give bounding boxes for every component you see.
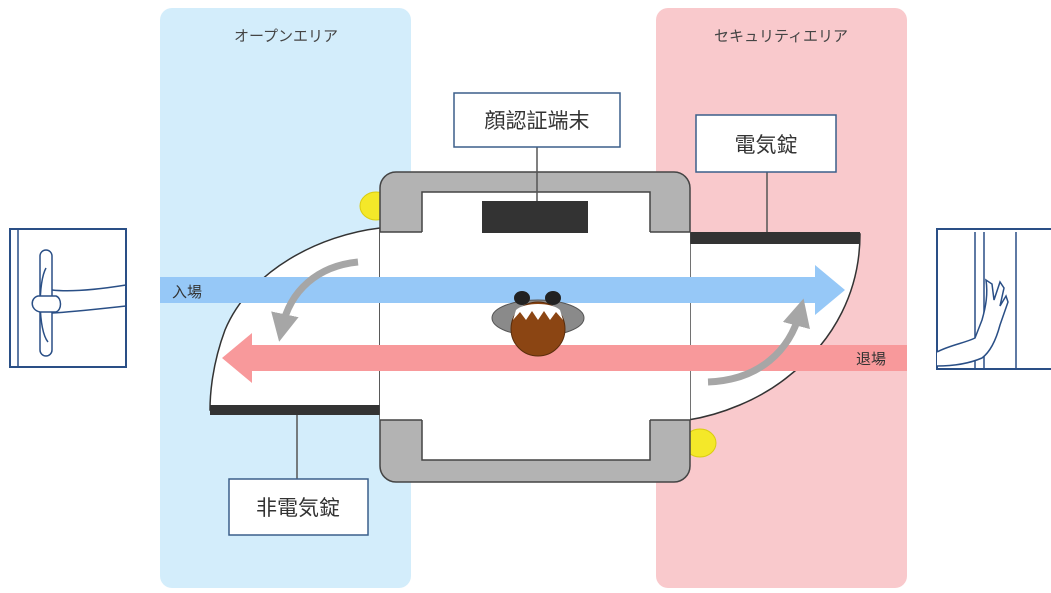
face-terminal-device xyxy=(482,201,588,233)
right-turn-arrow xyxy=(707,298,810,386)
door-push-hand-icon xyxy=(936,228,1051,370)
face-terminal-label: 顔認証端末 xyxy=(485,109,590,133)
non-electric-lock-bar xyxy=(210,405,382,415)
electric-lock-label: 電気錠 xyxy=(735,133,798,157)
non-electric-lock-label: 非電気錠 xyxy=(256,496,340,520)
open-area-title: オープンエリア xyxy=(234,27,338,45)
electric-lock-label-box xyxy=(695,114,837,173)
entry-arrow xyxy=(160,265,845,315)
non-electric-lock-label-box xyxy=(228,478,369,536)
entry-label: 入場 xyxy=(172,283,202,301)
left-turn-arrow xyxy=(271,258,359,342)
face-terminal-label-box xyxy=(453,92,621,148)
person-top-view-icon xyxy=(491,291,585,357)
electric-lock-bar xyxy=(688,232,860,244)
exit-arrow xyxy=(222,333,907,383)
security-area-title: セキュリティエリア xyxy=(714,27,848,45)
door-pull-handle-icon xyxy=(9,228,127,368)
exit-label: 退場 xyxy=(856,350,886,368)
